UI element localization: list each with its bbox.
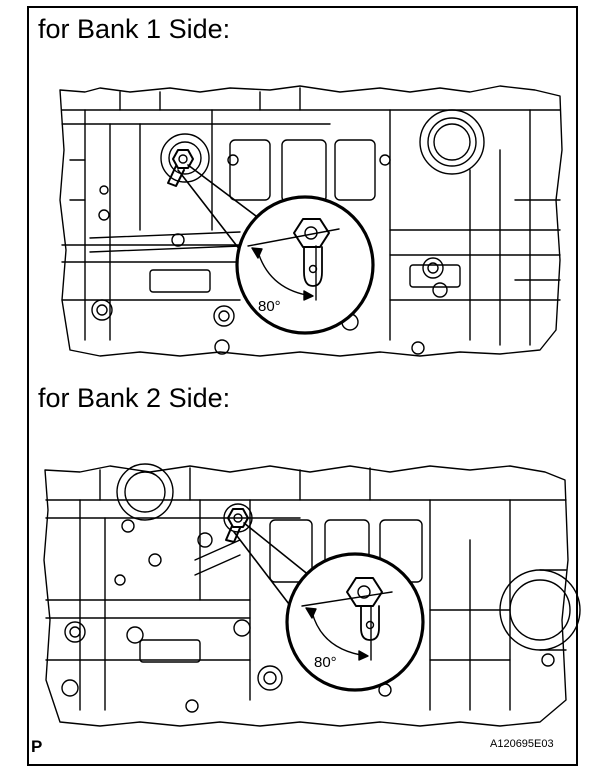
- bank-2-angle-label: 80°: [314, 654, 337, 671]
- figure-code: A120695E03: [490, 738, 554, 750]
- bank-1-heading: for Bank 1 Side:: [38, 14, 231, 44]
- page-badge: P: [31, 737, 43, 756]
- bank-1-angle-label: 80°: [258, 298, 281, 315]
- bank-2-heading: for Bank 2 Side:: [38, 383, 231, 413]
- figure-frame: [27, 6, 578, 766]
